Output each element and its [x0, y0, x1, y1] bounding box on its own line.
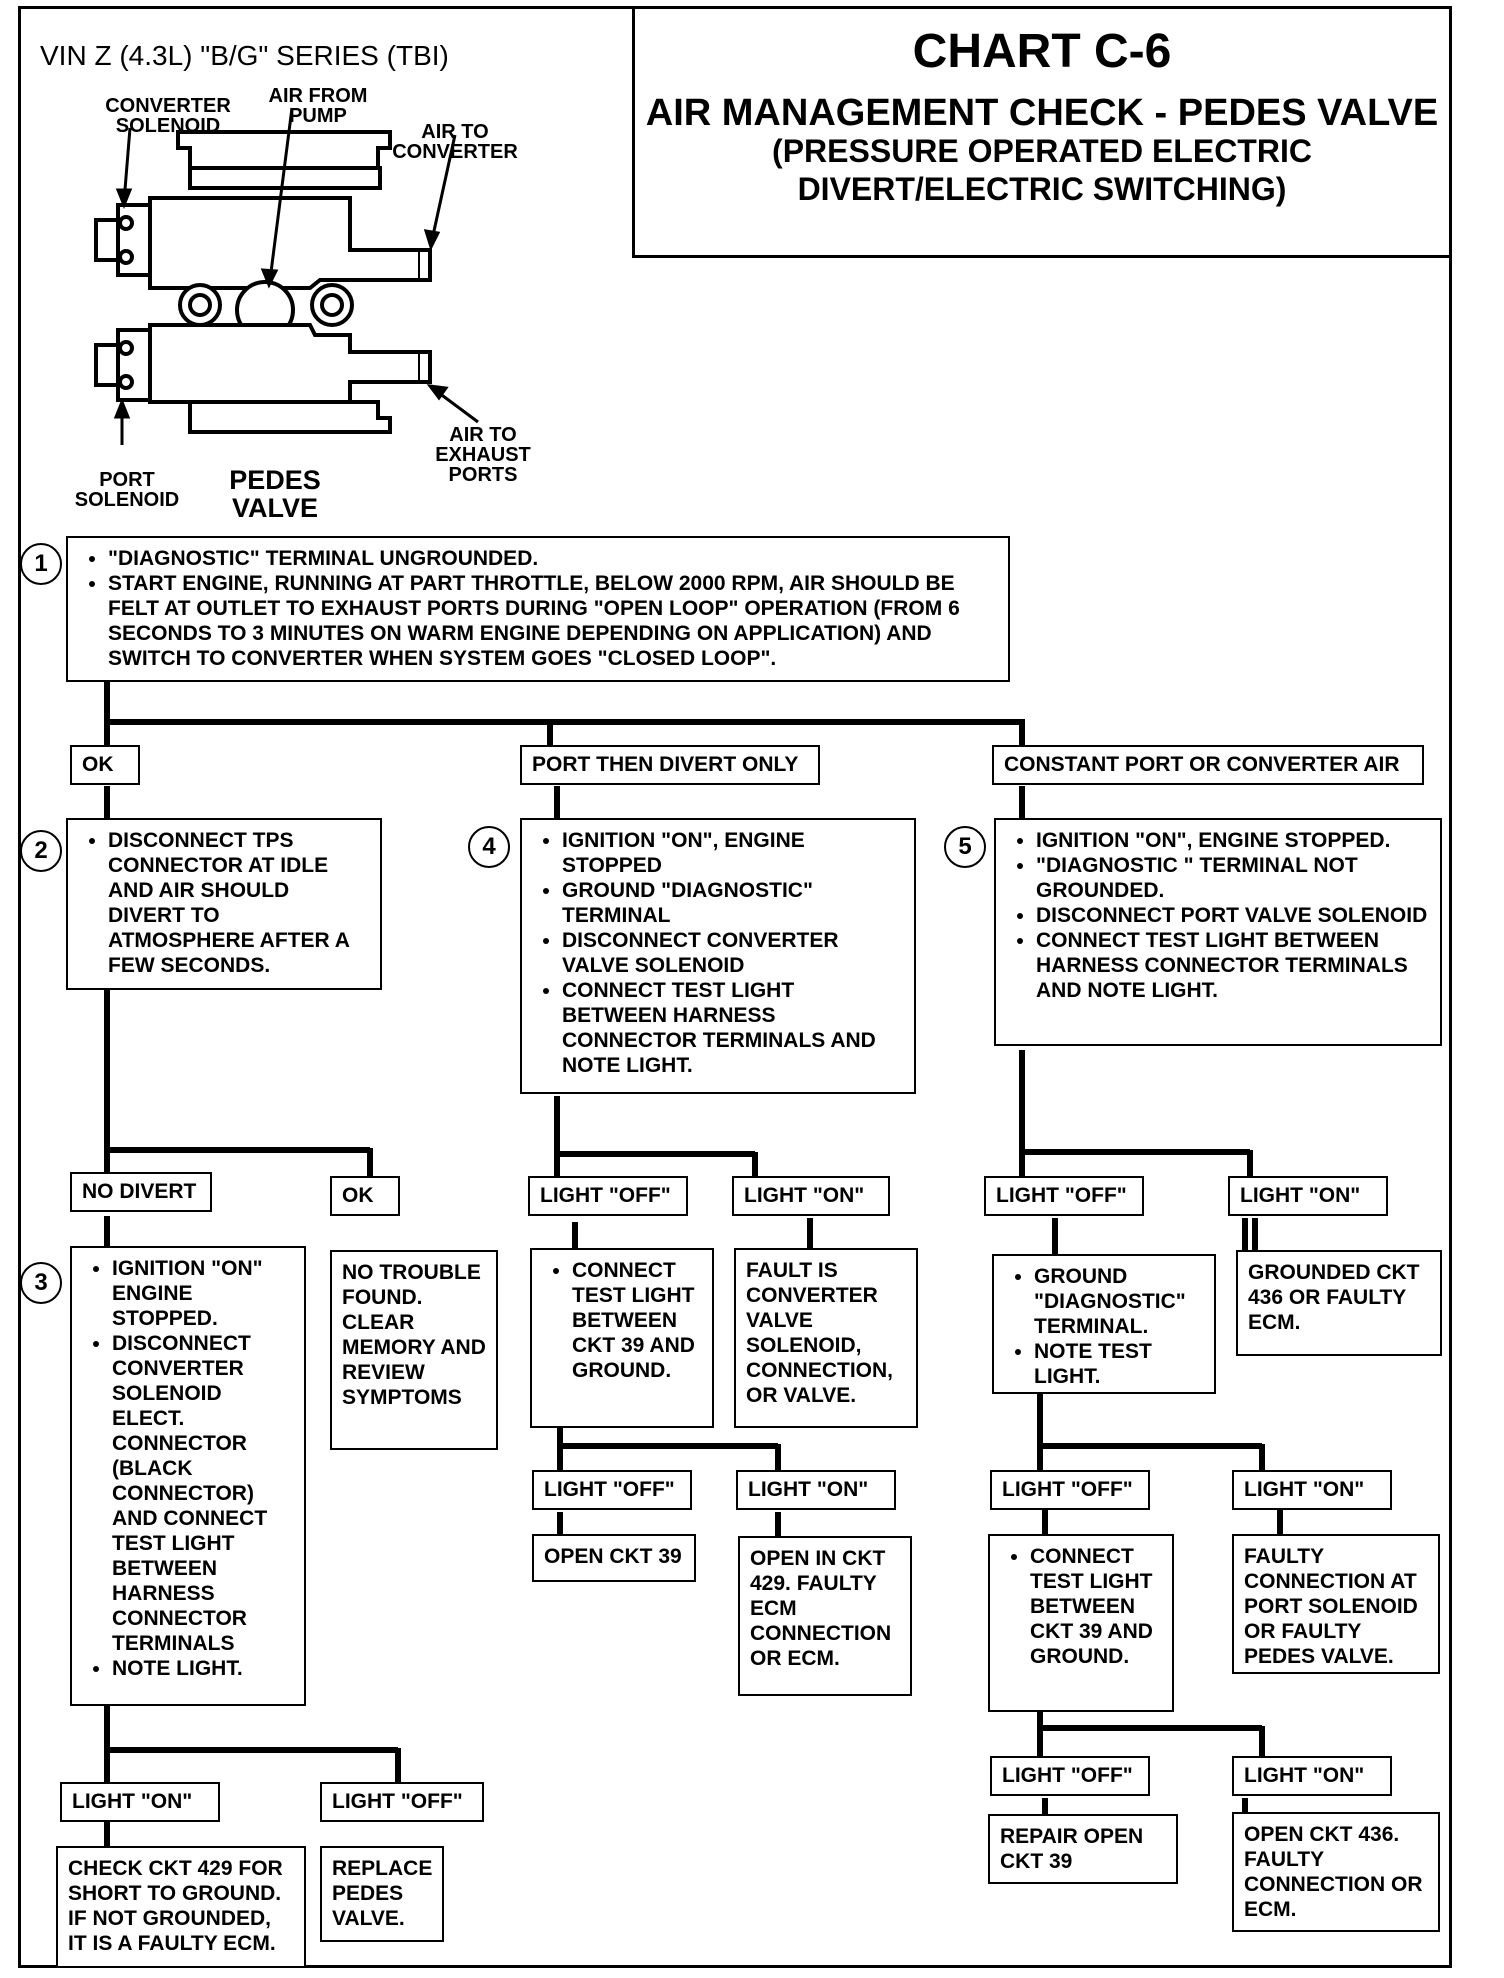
step-3-item: DISCONNECT CONVERTER SOLENOID ELECT. CON… [112, 1331, 294, 1656]
step-4-item: IGNITION "ON", ENGINE STOPPED [562, 828, 904, 878]
branch-s4-light-on: LIGHT "ON" [732, 1176, 890, 1216]
result-open-ckt39: OPEN CKT 39 [532, 1534, 696, 1582]
air-to-exhaust-label: AIR TO EXHAUST PORTS [435, 424, 531, 486]
step-5-ground-item: NOTE TEST LIGHT. [1034, 1339, 1204, 1389]
branch-s5-light-off: LIGHT "OFF" [984, 1176, 1144, 1216]
step-2-box: DISCONNECT TPS CONNECTOR AT IDLE AND AIR… [66, 818, 382, 990]
step-5-box: IGNITION "ON", ENGINE STOPPED. "DIAGNOST… [994, 818, 1442, 1046]
step-1-item: "DIAGNOSTIC" TERMINAL UNGROUNDED. [108, 546, 998, 571]
step-3-number: 3 [20, 1262, 62, 1304]
result-check-ckt429: CHECK CKT 429 FOR SHORT TO GROUND. IF NO… [56, 1846, 306, 1968]
step-5-connect-item: CONNECT TEST LIGHT BETWEEN CKT 39 AND GR… [1030, 1544, 1162, 1669]
branch-s5b-light-on: LIGHT "ON" [1232, 1470, 1392, 1510]
converter-solenoid-label: CONVERTER SOLENOID [105, 95, 231, 137]
branch-constant-port: CONSTANT PORT OR CONVERTER AIR [992, 745, 1424, 785]
step-4-connect-box: CONNECT TEST LIGHT BETWEEN CKT 39 AND GR… [530, 1248, 714, 1428]
step-5-item: "DIAGNOSTIC " TERMINAL NOT GROUNDED. [1036, 853, 1430, 903]
step-5-item: DISCONNECT PORT VALVE SOLENOID [1036, 903, 1430, 928]
step-5-item: IGNITION "ON", ENGINE STOPPED. [1036, 828, 1430, 853]
step-5-connect-box: CONNECT TEST LIGHT BETWEEN CKT 39 AND GR… [988, 1534, 1174, 1712]
step-3-box: IGNITION "ON" ENGINE STOPPED. DISCONNECT… [70, 1246, 306, 1706]
step-1-item: START ENGINE, RUNNING AT PART THROTTLE, … [108, 571, 998, 671]
chart-title: CHART C-6 [912, 25, 1172, 78]
step-2-item: DISCONNECT TPS CONNECTOR AT IDLE AND AIR… [108, 828, 370, 978]
branch-no-divert: NO DIVERT [70, 1172, 212, 1212]
step-1-box: "DIAGNOSTIC" TERMINAL UNGROUNDED. START … [66, 536, 1010, 682]
step-4-item: DISCONNECT CONVERTER VALVE SOLENOID [562, 928, 904, 978]
result-faulty-port: FAULTY CONNECTION AT PORT SOLENOID OR FA… [1232, 1534, 1440, 1674]
result-open-ckt436: OPEN CKT 436. FAULTY CONNECTION OR ECM. [1232, 1812, 1440, 1932]
step-4-item: GROUND "DIAGNOSTIC" TERMINAL [562, 878, 904, 928]
step-5-number: 5 [944, 826, 986, 868]
branch-s5c-light-off: LIGHT "OFF" [990, 1756, 1150, 1796]
step-3-item: IGNITION "ON" ENGINE STOPPED. [112, 1256, 294, 1331]
step-5-ground-item: GROUND "DIAGNOSTIC" TERMINAL. [1034, 1264, 1204, 1339]
step-4-connect-item: CONNECT TEST LIGHT BETWEEN CKT 39 AND GR… [572, 1258, 702, 1383]
branch-s3-light-on: LIGHT "ON" [60, 1782, 220, 1822]
vin-series-label: VIN Z (4.3L) "B/G" SERIES (TBI) [40, 40, 449, 71]
step-4-number: 4 [468, 826, 510, 868]
step-2-number: 2 [20, 830, 62, 872]
branch-s5b-light-off: LIGHT "OFF" [990, 1470, 1150, 1510]
result-no-trouble: NO TROUBLE FOUND. CLEAR MEMORY AND REVIE… [330, 1250, 498, 1450]
step-1-number: 1 [20, 543, 62, 585]
branch-ok-2: OK [330, 1176, 400, 1216]
branch-s5-light-on: LIGHT "ON" [1228, 1176, 1388, 1216]
pedes-valve-illustration [94, 107, 479, 445]
result-s5-grounded-ckt: GROUNDED CKT 436 OR FAULTY ECM. [1236, 1250, 1442, 1356]
title-box [632, 6, 1452, 258]
result-s4-fault: FAULT IS CONVERTER VALVE SOLENOID, CONNE… [734, 1248, 918, 1428]
branch-s4b-light-off: LIGHT "OFF" [532, 1470, 692, 1510]
step-5-ground-box: GROUND "DIAGNOSTIC" TERMINAL. NOTE TEST … [992, 1254, 1216, 1394]
port-solenoid-label: PORT SOLENOID [74, 469, 180, 511]
step-5-item: CONNECT TEST LIGHT BETWEEN HARNESS CONNE… [1036, 928, 1430, 1003]
step-4-box: IGNITION "ON", ENGINE STOPPED GROUND "DI… [520, 818, 916, 1094]
branch-s5c-light-on: LIGHT "ON" [1232, 1756, 1392, 1796]
subtitle-line-1: AIR MANAGEMENT CHECK - PEDES VALVE [645, 92, 1439, 134]
branch-port-then-divert: PORT THEN DIVERT ONLY [520, 745, 820, 785]
subtitle-line-3: DIVERT/ELECTRIC SWITCHING) [797, 171, 1287, 207]
result-repair-open: REPAIR OPEN CKT 39 [988, 1814, 1178, 1884]
branch-s4b-light-on: LIGHT "ON" [736, 1470, 896, 1510]
branch-s3-light-off: LIGHT "OFF" [320, 1782, 484, 1822]
air-to-converter-label: AIR TO CONVERTER [392, 121, 518, 163]
result-open-ckt429: OPEN IN CKT 429. FAULTY ECM CONNECTION O… [738, 1536, 912, 1696]
step-4-item: CONNECT TEST LIGHT BETWEEN HARNESS CONNE… [562, 978, 904, 1078]
result-replace-pedes: REPLACE PEDES VALVE. [320, 1846, 444, 1942]
air-from-pump-label: AIR FROM PUMP [268, 85, 368, 127]
pedes-valve-label: PEDES VALVE [229, 465, 321, 523]
chart-subtitle: AIR MANAGEMENT CHECK - PEDES VALVE (PRES… [632, 94, 1452, 208]
subtitle-line-2: (PRESSURE OPERATED ELECTRIC [772, 133, 1312, 169]
branch-ok: OK [70, 745, 140, 785]
branch-s4-light-off: LIGHT "OFF" [528, 1176, 688, 1216]
step-3-item: NOTE LIGHT. [112, 1656, 294, 1681]
